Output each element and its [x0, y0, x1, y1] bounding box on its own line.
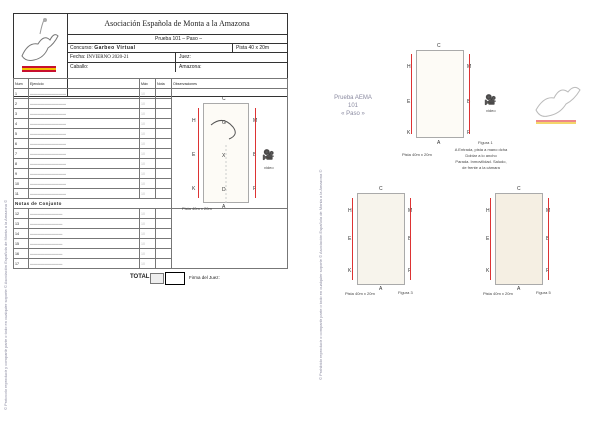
arena-letter-d: D [222, 187, 226, 193]
figure5-label: Figura 5 [536, 290, 551, 295]
arena-letter-x: X [222, 153, 226, 159]
total-label: TOTAL [130, 274, 150, 280]
arena-letter-e: E [192, 152, 196, 158]
firma-label: Firma del Juez: [189, 275, 220, 280]
arena-figure1 [416, 50, 464, 138]
arena-letter-h: H [192, 118, 196, 124]
copyright-left: © Protocolo reproducir y compartir parte… [3, 199, 8, 410]
copyright-right: © Prohibido reproducir o compartir parte… [318, 169, 323, 380]
aema-logo [535, 86, 581, 124]
figure1-label: Figura 1 [478, 140, 493, 145]
arena-letter-c: C [222, 96, 226, 102]
figure1-desc: A Entrada, pista a mano dcha Doblar a lo… [454, 147, 508, 170]
arena-letter-f: F [253, 186, 256, 192]
fecha-row: Fecha: INVIERNO 2020-21 Juez: [67, 52, 287, 62]
video-camera-icon-right[interactable]: 🎥 [484, 95, 497, 106]
org-title: Asociación Española de Monta a la Amazon… [104, 19, 250, 28]
concurso-row: Concurso: Garbeo Virtual Pista 40 x 20m [67, 43, 287, 52]
total-max-box [150, 273, 164, 284]
horse-rider-icon [21, 18, 59, 72]
arena-letter-a: A [222, 204, 226, 210]
arena-letter-k: K [192, 186, 196, 192]
video-label: video [264, 165, 274, 170]
total-score-box[interactable] [165, 272, 185, 285]
prueba-logo-text: Prueba AEMA 101 « Paso » [334, 95, 372, 117]
video-camera-icon[interactable]: 🎥 [262, 150, 275, 161]
arena-main-figure [210, 120, 236, 203]
prueba-row: Prueba 101 – Paso – [67, 34, 287, 43]
score-table: Num Ejercicio Máx Nota Observaciones 1▬▬… [13, 78, 288, 269]
figure3-label: Figura 3 [398, 290, 413, 295]
arena-figure5 [495, 193, 543, 285]
caballo-row: Caballo: Amazona: [67, 62, 287, 72]
video-label-right: video [486, 108, 496, 113]
arena-letter-b: B [253, 152, 256, 158]
arena-figure3 [357, 193, 405, 285]
amazona-logo [14, 14, 68, 96]
arena-letter-g: G [222, 120, 226, 126]
arena-size: Pista 40m x 20m [182, 206, 212, 211]
